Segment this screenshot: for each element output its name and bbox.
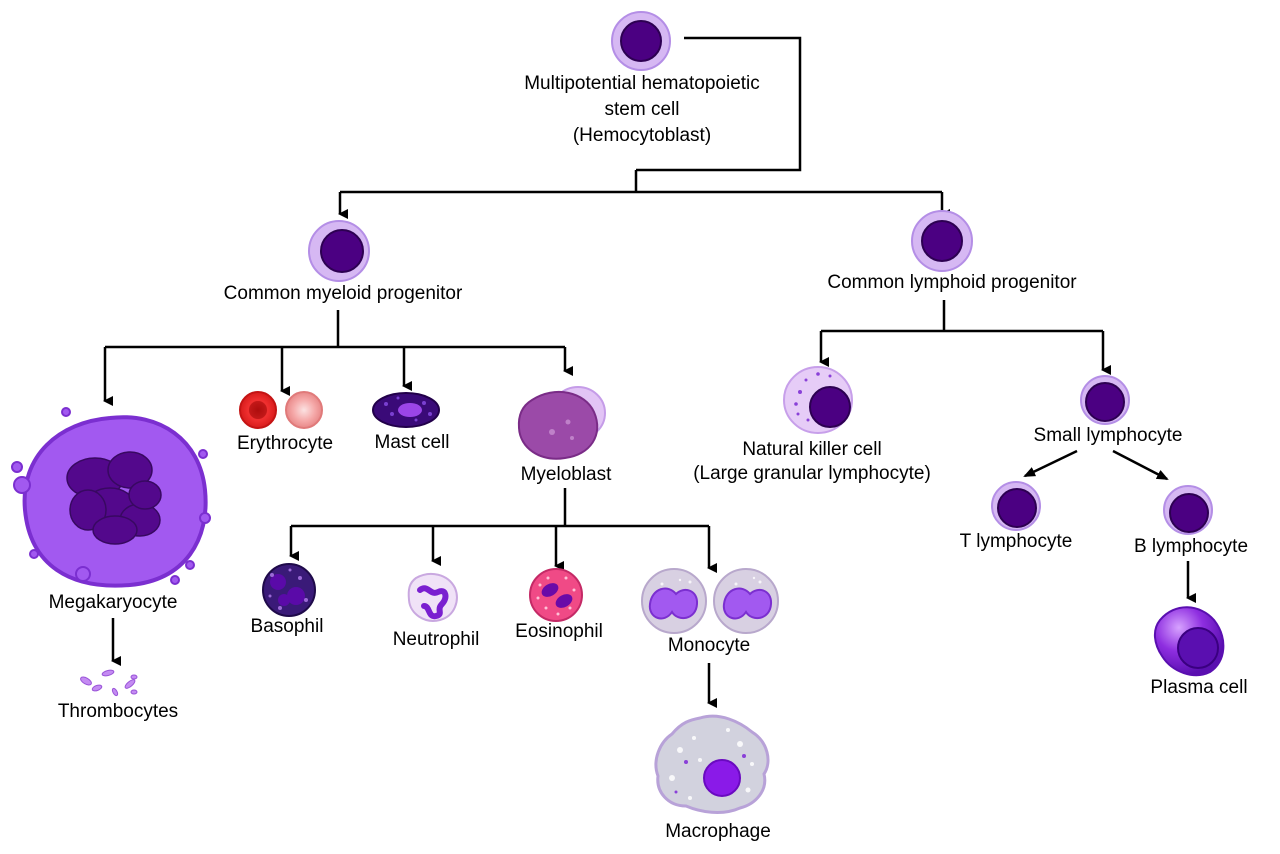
neutrophil-icon [407,572,458,622]
mast-cell-label: Mast cell [374,432,450,453]
lymphoid-branch-line [821,300,1103,333]
macrophage-label: Macrophage [665,821,771,842]
myeloid-progenitor-icon [308,220,370,282]
macrophage-icon [654,714,770,814]
myeloid-branch-line [105,310,565,349]
connectors [103,36,1196,708]
erythrocyte-label: Erythrocyte [236,433,334,454]
lymphoid-progenitor-icon [911,210,973,272]
thrombocytes-icon [80,669,138,697]
lymphoid-progenitor-label: Common lymphoid progenitor [827,272,1077,293]
thrombocytes-label: Thrombocytes [57,701,179,722]
monocyte-label: Monocyte [667,635,751,656]
b-lymphocyte-icon [1163,485,1213,535]
t-lymphocyte-icon [991,481,1041,531]
myeloid-progenitor-label: Common myeloid progenitor [223,283,463,304]
arrow-to-b-lymphocyte [1112,449,1169,481]
plasma-cell-icon [1154,606,1225,677]
myeloblast-label: Myeloblast [520,464,612,485]
nk-cell-label-1: Natural killer cell [742,439,882,460]
erythrocyte-icon [239,391,323,429]
megakaryocyte-label: Megakaryocyte [48,592,178,613]
basophil-label: Basophil [250,616,324,637]
small-lymphocyte-label: Small lymphocyte [1033,425,1183,446]
small-lymphocyte-icon [1080,375,1130,425]
eosinophil-icon [529,568,583,622]
nk-cell-icon [783,366,853,434]
monocyte-icon [641,568,779,634]
arrow-to-t-lymphocyte [1023,449,1078,478]
nk-cell-label-2: (Large granular lymphocyte) [693,463,931,484]
stem-cell-label-1: Multipotential hematopoietic [524,73,760,94]
stem-cell-label-2: stem cell [604,99,680,120]
neutrophil-label: Neutrophil [392,629,480,650]
stem-cell-label-3: (Hemocytoblast) [572,125,712,146]
megakaryocyte-icon [11,407,211,588]
t-lymphocyte-label: T lymphocyte [959,531,1073,552]
myeloblast-icon [517,386,606,460]
stem-connector [634,36,802,192]
mast-cell-icon [372,392,440,428]
stem-cell-icon [611,11,671,71]
plasma-cell-label: Plasma cell [1150,677,1248,698]
basophil-icon [262,563,316,617]
eosinophil-label: Eosinophil [515,621,603,642]
myeloblast-branch-line [291,488,709,528]
b-lymphocyte-label: B lymphocyte [1133,536,1249,557]
